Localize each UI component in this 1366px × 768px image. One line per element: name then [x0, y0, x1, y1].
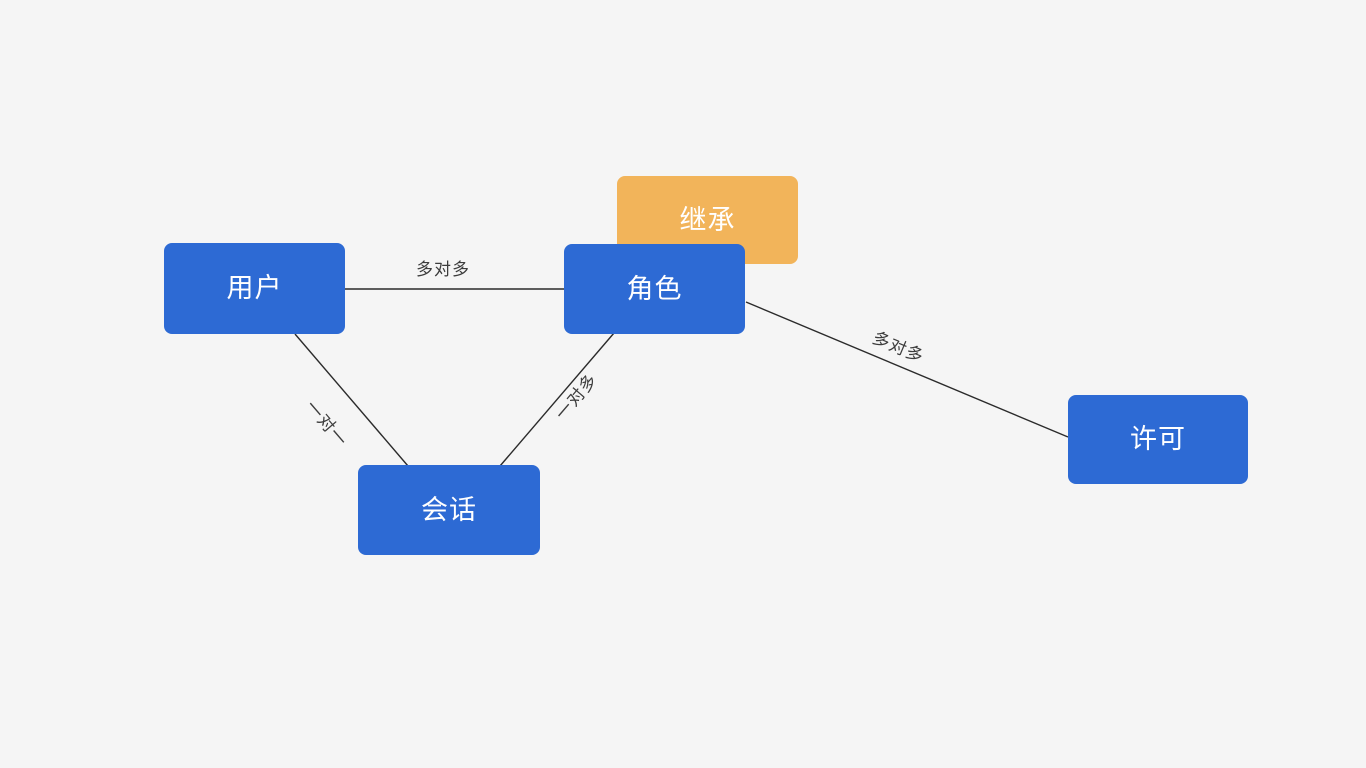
- edge-label-user-role: 多对多: [416, 260, 470, 279]
- node-inherit-label: 继承: [679, 204, 736, 235]
- node-user-label: 用户: [226, 273, 283, 303]
- node-role-label: 角色: [626, 273, 683, 304]
- node-permission[interactable]: 许可: [1068, 395, 1248, 484]
- node-permission-label: 许可: [1130, 424, 1186, 454]
- node-user[interactable]: 用户: [164, 243, 345, 334]
- edge-user-session[interactable]: [294, 333, 409, 467]
- edge-role-permission[interactable]: [745, 301, 1069, 438]
- node-role[interactable]: 角色: [564, 244, 745, 334]
- node-session-label: 会话: [421, 494, 477, 525]
- edge-role-session[interactable]: [499, 332, 615, 467]
- node-session[interactable]: 会话: [358, 465, 540, 555]
